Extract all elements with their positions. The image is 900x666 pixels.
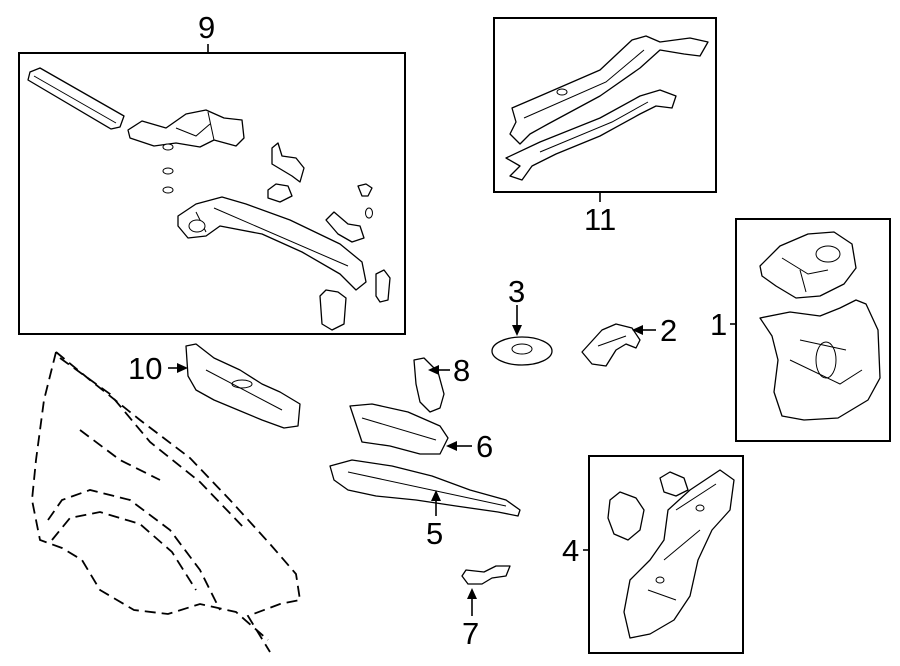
group-box-11 <box>493 17 717 193</box>
group-box-4 <box>588 455 744 654</box>
callout-6: 6 <box>476 429 494 464</box>
part-7-clip <box>461 565 511 585</box>
fender-dashed-outline <box>31 351 302 653</box>
part-8-bracket <box>413 357 445 413</box>
callout-2: 2 <box>660 313 678 348</box>
callout-7: 7 <box>462 616 480 651</box>
callout-5: 5 <box>426 516 444 551</box>
callout-1: 1 <box>710 307 728 342</box>
part-2-bracket <box>581 323 641 367</box>
callout-10: 10 <box>128 351 163 386</box>
part-6-reinforcement <box>349 403 449 455</box>
part-10-plate <box>185 343 301 429</box>
callout-4: 4 <box>562 533 580 568</box>
part-5-wheelhouse <box>329 459 521 517</box>
callout-8: 8 <box>453 353 471 388</box>
callout-9: 9 <box>198 10 216 45</box>
group-box-1 <box>735 218 891 442</box>
part-3-ring <box>491 336 553 366</box>
leader-lines <box>168 44 736 616</box>
callout-3: 3 <box>508 274 526 309</box>
callout-11: 11 <box>584 202 617 237</box>
group-box-9 <box>18 52 406 335</box>
